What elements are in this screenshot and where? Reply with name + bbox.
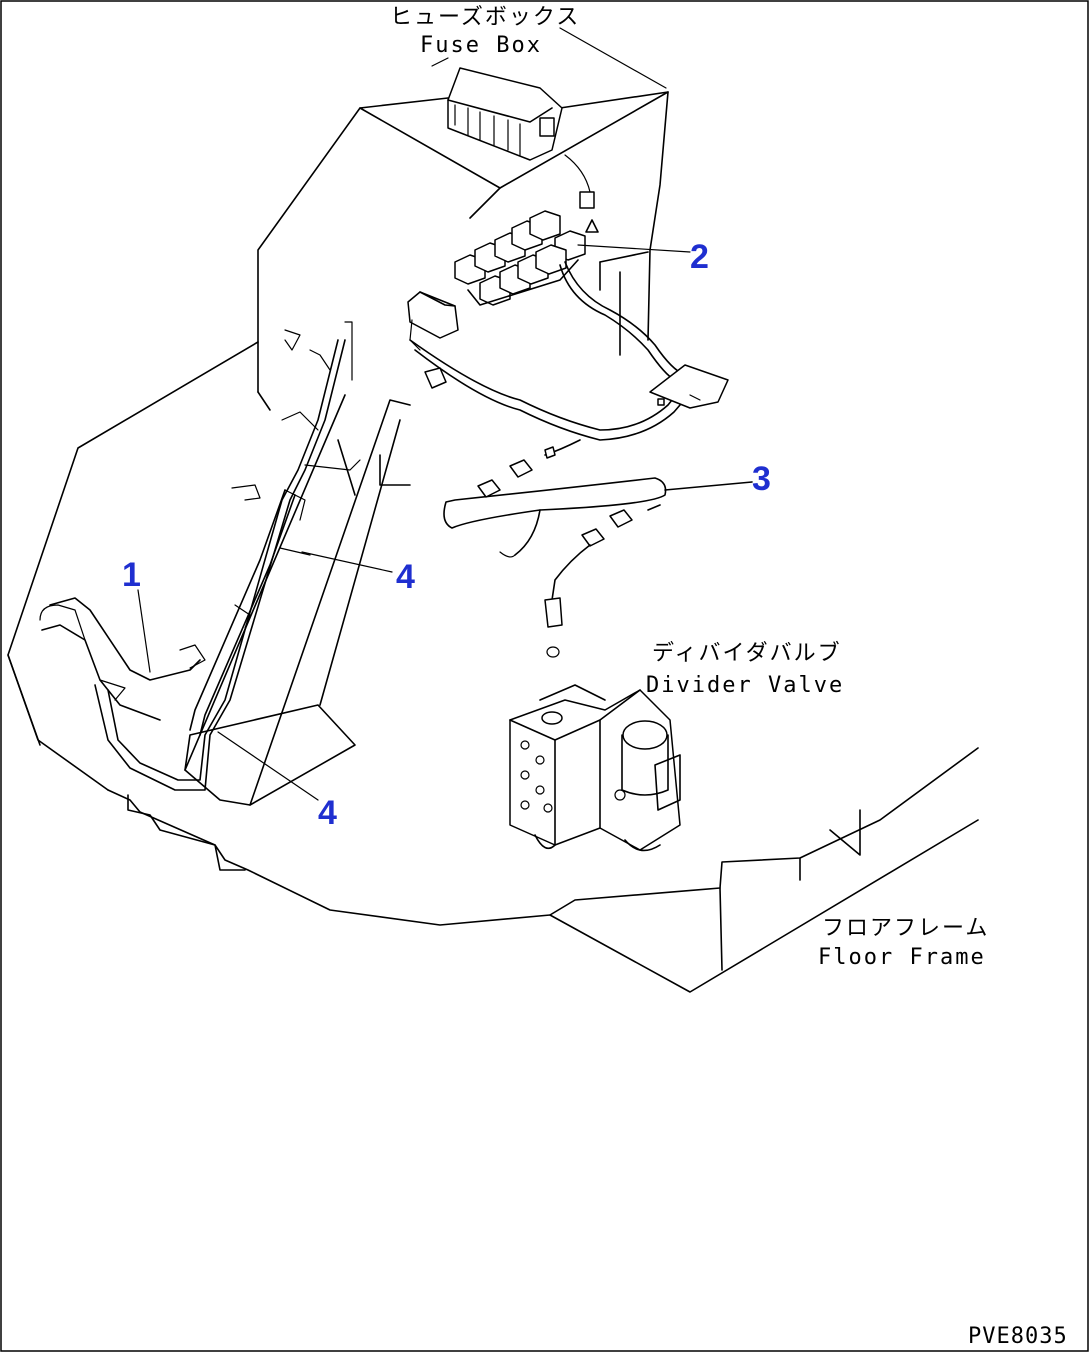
callout-3: 3 — [752, 460, 771, 498]
floor-frame-outline — [7, 341, 979, 993]
floor-frame-label-en: Floor Frame — [818, 945, 986, 970]
relay-block — [454, 210, 586, 306]
callout-4-lower: 4 — [318, 794, 337, 832]
leader-lines — [137, 27, 691, 801]
divider-valve-label-en: Divider Valve — [646, 673, 844, 698]
divider-valve-label-jp: ディバイダバルブ — [652, 641, 842, 666]
fuse-box-label-jp: ヒューズボックス — [390, 5, 580, 30]
harness-3 — [407, 261, 753, 658]
fuse-box — [447, 67, 599, 233]
harness-1 — [39, 321, 361, 791]
drawing-code: PVE8035 — [968, 1324, 1068, 1349]
console-pillar — [184, 394, 411, 806]
divider-valve — [509, 684, 681, 852]
fuse-box-label-en: Fuse Box — [420, 33, 542, 58]
callout-1: 1 — [122, 556, 141, 594]
callout-2: 2 — [690, 238, 709, 276]
floor-frame-label-jp: フロアフレーム — [822, 916, 989, 941]
cab-console — [257, 91, 669, 411]
callout-4-upper: 4 — [396, 558, 415, 596]
